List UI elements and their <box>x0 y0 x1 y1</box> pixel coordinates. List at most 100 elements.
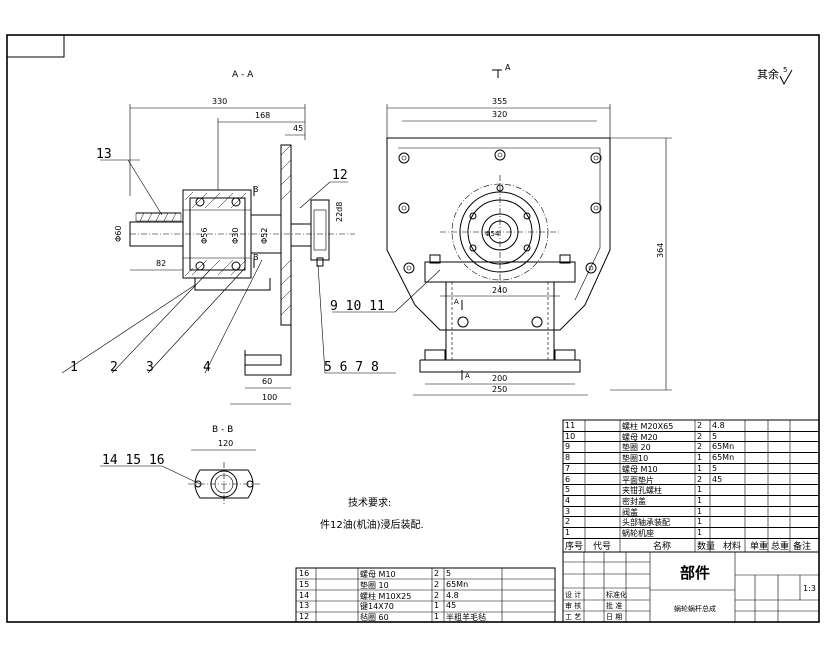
section-aa-title: A - A <box>232 70 254 80</box>
bom-upper-cell: 2 <box>697 421 703 430</box>
tech-line-1: 件12油(机油)浸后装配. <box>320 520 424 531</box>
section-bb-view: 120 <box>188 439 262 506</box>
bom-upper-cell: 9 <box>565 442 571 452</box>
bom-upper-cell: 1 <box>697 485 703 495</box>
roughness-value: 5 <box>783 66 787 74</box>
bom-lower-cell: 2 <box>434 590 440 600</box>
bom-upper-cell: 5 <box>712 463 718 473</box>
view-a: 355 320 364 Φ54 <box>386 97 672 396</box>
hdr-total: 总重 <box>771 542 790 552</box>
hdr-name: 名称 <box>653 542 672 552</box>
bom-lower-cell: 1 <box>434 612 440 622</box>
bom-upper-cell: 密封盖 <box>622 496 646 506</box>
section-bb-title: B - B <box>212 425 233 435</box>
balloon-4: 4 <box>203 360 211 375</box>
bom-upper-cell: 垫圈 20 <box>622 443 651 453</box>
corner-box <box>6 34 65 58</box>
bom-lower-cell: 2 <box>434 579 440 589</box>
a-mark-bottom: A <box>465 372 470 380</box>
bom-header: 序号 代号 名称 数量 材料 单重 总重 备注 <box>563 538 819 552</box>
bom-upper-cell: 1 <box>697 517 703 527</box>
bom-upper-cell: 1 <box>697 506 703 516</box>
roughness-symbol <box>779 69 793 86</box>
dim-200: 200 <box>492 374 507 383</box>
bom-upper-cell: 2 <box>565 517 571 527</box>
title-block-grid <box>562 551 820 623</box>
bom-upper-cell: 蜗轮机座 <box>622 529 654 538</box>
bom-upper-cell: 1 <box>697 528 703 537</box>
bom-lower-cell: 15 <box>299 579 310 589</box>
bom-upper-row: 1 蜗轮机座 1 <box>563 527 819 539</box>
dim-60: 60 <box>262 377 272 386</box>
bom-upper-cell: 夹钳孔螺柱 <box>622 486 662 496</box>
bom-upper-row: 5 夹钳孔螺柱 1 <box>563 484 819 496</box>
balloon-2: 2 <box>110 360 118 375</box>
bom-upper-cell: 3 <box>565 506 571 516</box>
a-mark-top: A <box>454 298 459 306</box>
hdr-code: 代号 <box>593 542 612 552</box>
dim-250: 250 <box>492 385 507 394</box>
balloon-leaders <box>61 159 441 485</box>
dim-330: 330 <box>212 97 227 106</box>
bom-upper-cell: 垫圈10 <box>622 454 649 464</box>
balloon-9-11: 9 10 11 <box>330 299 385 314</box>
section-aa-view: 330 168 45 <box>114 97 355 405</box>
bom-upper-cell: 5 <box>565 485 571 495</box>
bom-lower-cell: 2 <box>434 569 440 578</box>
bom-lower-cell: 45 <box>446 601 457 611</box>
bom-upper-cell: 10 <box>565 431 576 441</box>
bom-upper-cell: 2 <box>697 474 703 484</box>
hdr-note: 备注 <box>793 542 812 552</box>
bom-upper-cell: 螺母 M10 <box>622 464 658 474</box>
dim-240: 240 <box>492 286 507 295</box>
bom-upper-cell: 2 <box>697 431 703 441</box>
bom-upper-cell: 65Mn <box>712 442 735 452</box>
balloon-12: 12 <box>332 168 348 183</box>
bom-upper-cell: 4.8 <box>712 421 725 430</box>
svg-text:A: A <box>505 63 511 72</box>
bom-upper-cell: 平面垫片 <box>622 475 654 485</box>
tb-drawing-title: 蜗轮蜗杆总成 <box>674 605 716 613</box>
tech-requirements: 技术要求: <box>348 494 391 509</box>
dim-phi56: Φ56 <box>200 228 209 244</box>
bom-lower-grid <box>295 567 556 623</box>
dim-168: 168 <box>255 111 270 120</box>
bom-upper-cell: 头部轴承装配 <box>622 518 670 528</box>
bom-upper-cell: 1 <box>697 495 703 505</box>
dim-120: 120 <box>218 439 233 448</box>
bom-lower-cell: 5 <box>446 569 452 578</box>
tb-val-0: 标准化 <box>606 591 627 599</box>
dim-320: 320 <box>492 110 507 119</box>
hdr-qty: 数量 <box>697 542 716 552</box>
tb-part-name: 部件 <box>680 564 711 582</box>
bom-lower-cell: 16 <box>299 569 310 578</box>
bom-upper-cell: 6 <box>565 474 571 484</box>
dim-phi60: Φ60 <box>114 226 123 242</box>
view-a-arrow: A <box>492 63 511 78</box>
balloon-5-8: 5 6 7 8 <box>324 360 379 375</box>
roughness-note: 其余 <box>757 67 779 81</box>
balloon-14-16: 14 15 16 <box>102 453 165 468</box>
dim-22d8: 22d8 <box>335 202 344 222</box>
dim-82: 82 <box>156 259 166 268</box>
bom-upper-cell: 8 <box>565 453 571 463</box>
tech-title: 技术要求: <box>348 498 392 509</box>
tb-row-2: 工 艺 <box>565 613 582 621</box>
bom-upper-cell: 1 <box>565 528 571 537</box>
bom-upper-cell: 4 <box>565 495 571 505</box>
hdr-mat: 材料 <box>723 542 742 552</box>
bom-upper-row: 4 密封盖 1 <box>563 495 819 507</box>
bom-upper-cell: 65Mn <box>712 453 735 463</box>
dim-45: 45 <box>293 124 303 133</box>
balloon-1: 1 <box>70 360 78 375</box>
